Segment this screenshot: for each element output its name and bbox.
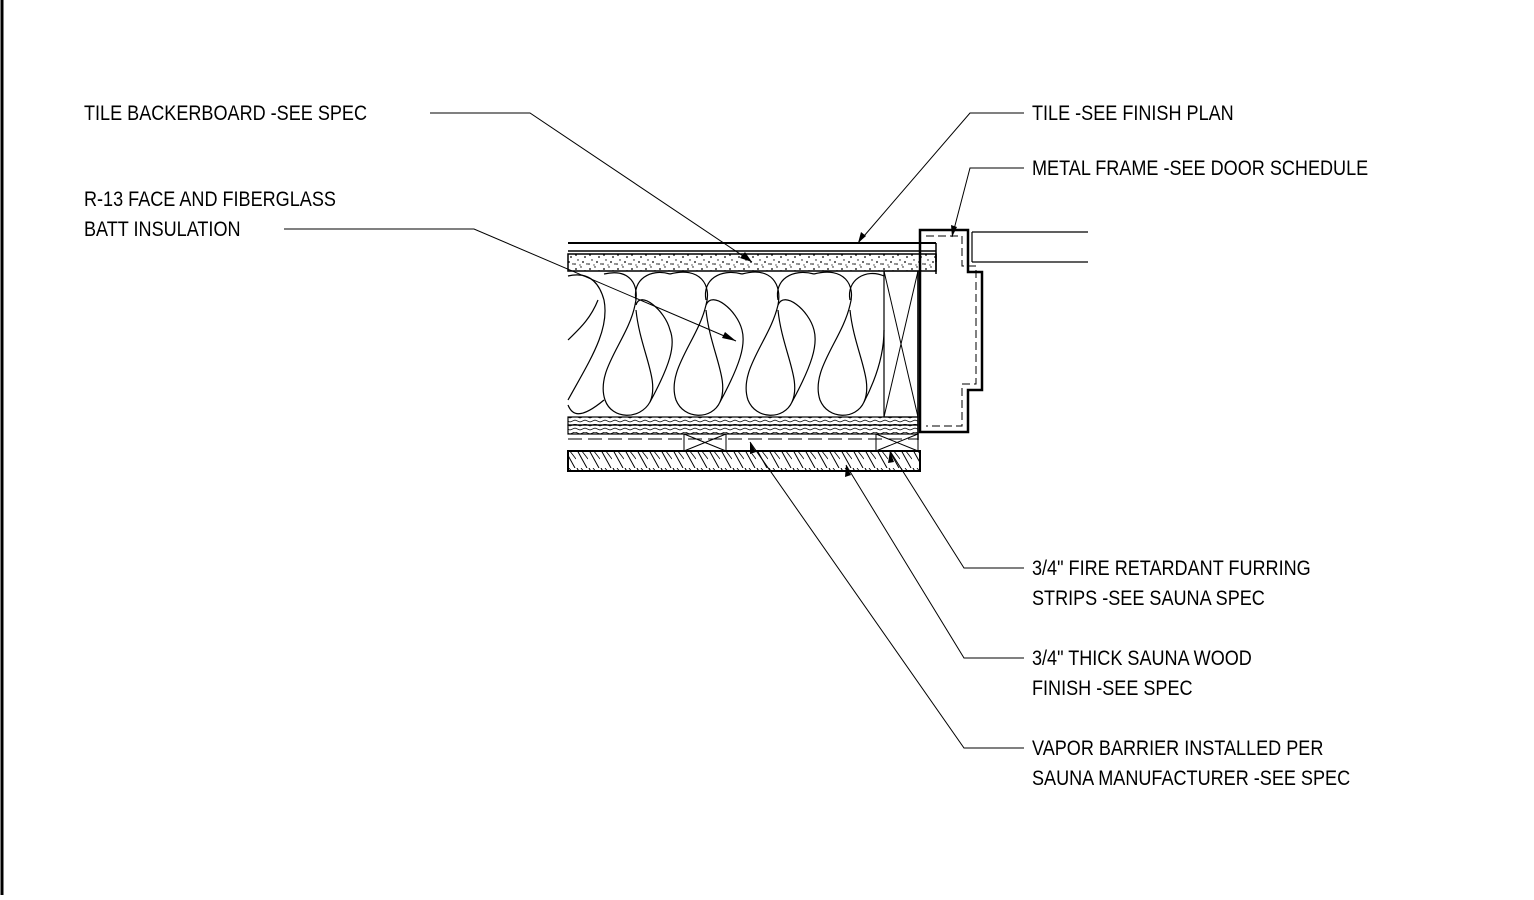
label-insulation: R-13 FACE AND FIBERGLASS BATT INSULATION xyxy=(84,186,336,244)
metal-frame-outer xyxy=(918,228,984,434)
label-metal-frame: METAL FRAME -SEE DOOR SCHEDULE xyxy=(1032,155,1368,183)
leader-furring xyxy=(889,450,1024,569)
leader-wood xyxy=(845,464,1024,659)
label-tile-backerboard-text: TILE BACKERBOARD -SEE SPEC xyxy=(84,102,368,125)
leader-lines xyxy=(284,112,1024,749)
label-vapor: VAPOR BARRIER INSTALLED PER SAUNA MANUFA… xyxy=(1032,735,1350,793)
batt-insulation xyxy=(567,271,885,416)
sauna-wood-finish xyxy=(567,450,921,472)
label-tile-text: TILE -SEE FINISH PLAN xyxy=(1032,102,1234,125)
leader-vapor xyxy=(749,441,1024,749)
label-vapor-line1: VAPOR BARRIER INSTALLED PER xyxy=(1032,737,1324,760)
label-metal-frame-text: METAL FRAME -SEE DOOR SCHEDULE xyxy=(1032,157,1369,180)
label-furring-line1: 3/4" FIRE RETARDANT FURRING xyxy=(1032,557,1311,580)
leader-metal-frame xyxy=(951,167,1024,238)
vapor-barrier-band xyxy=(567,416,919,426)
label-furring-line2: STRIPS -SEE SAUNA SPEC xyxy=(1032,587,1265,610)
leader-insulation xyxy=(284,228,737,342)
leader-tile xyxy=(857,112,1024,244)
label-wood: 3/4" THICK SAUNA WOOD FINISH -SEE SPEC xyxy=(1032,645,1252,703)
label-wood-line2: FINISH -SEE SPEC xyxy=(1032,677,1193,700)
label-vapor-line2: SAUNA MANUFACTURER -SEE SPEC xyxy=(1032,767,1351,790)
label-furring: 3/4" FIRE RETARDANT FURRING STRIPS -SEE … xyxy=(1032,555,1311,613)
label-tile-backerboard: TILE BACKERBOARD -SEE SPEC xyxy=(84,100,367,128)
label-insulation-line1: R-13 FACE AND FIBERGLASS xyxy=(84,188,336,211)
label-wood-line1: 3/4" THICK SAUNA WOOD xyxy=(1032,647,1252,670)
label-tile: TILE -SEE FINISH PLAN xyxy=(1032,100,1234,128)
label-insulation-line2: BATT INSULATION xyxy=(84,218,241,241)
leader-tile-backerboard xyxy=(430,112,753,263)
metal-frame-inner xyxy=(926,235,977,427)
leader-arrowheads xyxy=(722,225,957,477)
stud-cross-b xyxy=(883,270,919,418)
sheathing-band xyxy=(567,424,919,435)
backerboard-layer xyxy=(567,253,937,272)
furring-strips xyxy=(683,433,919,452)
